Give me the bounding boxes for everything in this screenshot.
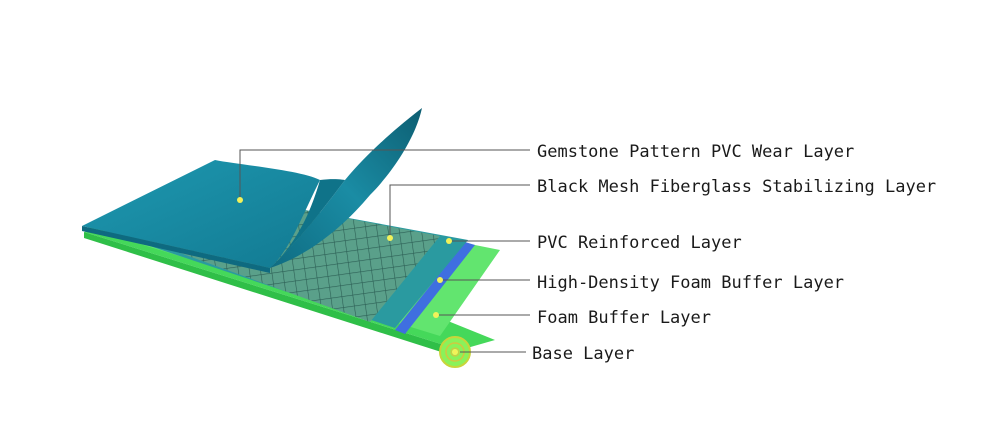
wear-layer-curl-shape bbox=[270, 108, 422, 268]
wear-layer-flat-shape bbox=[82, 160, 320, 268]
label-wear-layer: Gemstone Pattern PVC Wear Layer bbox=[537, 142, 855, 162]
base-layer-roll-core bbox=[450, 347, 460, 357]
marker-dot-mesh bbox=[387, 235, 393, 241]
leader-line-wear bbox=[239, 149, 530, 200]
label-mesh-fiberglass-layer: Black Mesh Fiberglass Stabilizing Layer bbox=[537, 177, 937, 197]
wear-layer-edge bbox=[82, 226, 270, 273]
base-layer-edge bbox=[84, 232, 460, 358]
marker-dot-wear bbox=[237, 197, 243, 203]
marker-dot-high-density bbox=[437, 277, 443, 283]
leader-line-mesh bbox=[389, 184, 530, 238]
label-pvc-reinforced-layer: PVC Reinforced Layer bbox=[537, 233, 742, 253]
marker-dot-foam bbox=[433, 312, 439, 318]
marker-dot-base bbox=[452, 349, 458, 355]
wear-layer-curl-back bbox=[270, 179, 345, 268]
label-high-density-foam-layer: High-Density Foam Buffer Layer bbox=[537, 273, 845, 293]
marker-dot-reinforced bbox=[446, 238, 452, 244]
label-foam-buffer-layer: Foam Buffer Layer bbox=[537, 308, 711, 328]
label-base-layer: Base Layer bbox=[532, 344, 635, 364]
high-density-foam-layer-shape bbox=[395, 242, 475, 334]
